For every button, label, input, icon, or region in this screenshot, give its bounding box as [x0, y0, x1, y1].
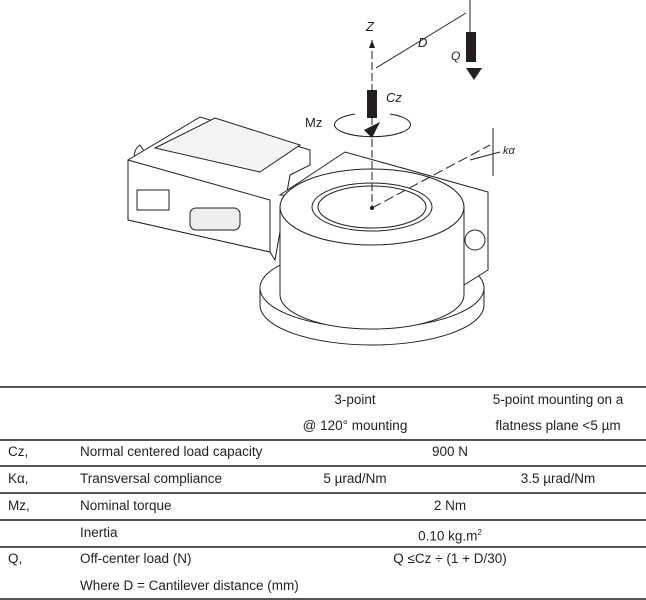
rotation-stage-load-diagram: Z D Q Cz Mz kα: [127, 0, 516, 346]
row-value: 900 N: [431, 444, 469, 459]
header-3-point-line1: 3-point: [334, 392, 376, 407]
motor-housing: [127, 116, 311, 262]
cz-load-label: Cz: [386, 90, 402, 105]
cz-load-arrow: [364, 122, 380, 138]
q-load-arrow: [466, 68, 482, 80]
cz-load-block: [367, 90, 377, 118]
z-axis-label: Z: [365, 19, 375, 34]
row-symbol: Kα,: [8, 471, 29, 486]
d-distance-label: D: [418, 35, 427, 50]
row-value: Q ≤Cz ÷ (1 + D/30): [393, 551, 507, 566]
row-label: Off-center load (N): [80, 551, 192, 566]
inertia-value: 0.10 kg.m: [418, 528, 478, 544]
row-label: Normal centered load capacity: [80, 444, 263, 459]
q-load-block: [466, 32, 476, 62]
row-label: Inertia: [80, 525, 118, 540]
row-value: 2 Nm: [433, 498, 467, 513]
mz-torque-label: Mz: [305, 115, 322, 130]
row-value-3-point: 5 µrad/Nm: [323, 471, 387, 486]
q-load-label: Q: [451, 49, 460, 63]
row-value-5-point: 3.5 µrad/Nm: [520, 471, 596, 486]
row-value: 0.10 kg.m2: [350, 525, 550, 545]
row-symbol: Mz,: [8, 498, 30, 513]
header-5-point-line2: flatness plane <5 µm: [495, 418, 621, 433]
inertia-exponent: 2: [477, 528, 482, 537]
header-5-point-line1: 5-point mounting on a: [492, 392, 624, 407]
kalpha-label: kα: [503, 145, 516, 157]
row-symbol: Cz,: [8, 444, 29, 459]
row-label: Transversal compliance: [80, 471, 223, 486]
row-note: Where D = Cantilever distance (mm): [80, 578, 299, 593]
rotary-cylinder: [279, 168, 486, 330]
row-label: Nominal torque: [80, 498, 172, 513]
header-3-point-line2: @ 120° mounting: [302, 418, 408, 433]
row-symbol: Q,: [8, 551, 23, 566]
